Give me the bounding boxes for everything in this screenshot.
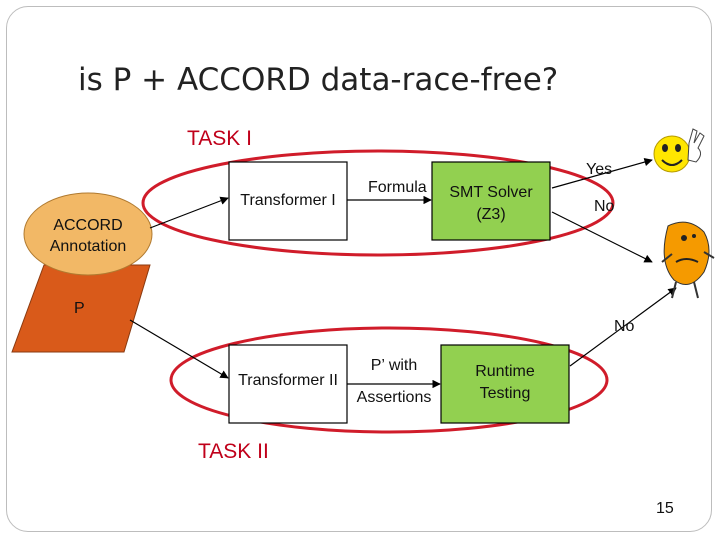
runtime-testing-box [440, 344, 570, 424]
assertions-line2: Assertions [356, 389, 432, 406]
transformer-2-label: Transformer II [238, 372, 338, 389]
slide-title: is P + ACCORD data-race-free? [78, 62, 559, 98]
happy-smiley-icon [653, 128, 705, 173]
task1-label: TASK I [187, 127, 252, 150]
sad-smiley-icon [661, 221, 715, 299]
arrow-no-task1 [551, 211, 653, 263]
arrow-annotation-to-transformer1 [149, 196, 229, 229]
task2-ellipse [169, 326, 609, 434]
task1-ellipse [141, 149, 615, 257]
slide-frame [6, 6, 712, 532]
transformer-1-label: Transformer I [240, 192, 336, 209]
smt-solver-line1: SMT Solver [449, 184, 533, 201]
runtime-line1: Runtime [475, 363, 535, 380]
accord-annotation-label: ACCORD Annotation [30, 215, 146, 257]
yes-label: Yes [586, 161, 613, 178]
transformer-1-box [228, 161, 348, 241]
smt-solver-label: SMT Solver (Z3) [432, 182, 550, 226]
runtime-testing-label: Runtime Testing [441, 361, 569, 405]
smt-solver-box [431, 161, 551, 241]
assertions-line1: P’ with [370, 357, 418, 374]
arrow-program-to-transformer2 [129, 319, 229, 379]
arrow-no-task2 [569, 287, 677, 367]
smt-solver-line2: (Z3) [476, 206, 506, 223]
runtime-line2: Testing [479, 385, 531, 402]
accord-annotation-line1: ACCORD [53, 217, 123, 234]
no-task2-label: No [614, 318, 635, 335]
page-number: 15 [656, 500, 674, 517]
no-task1-label: No [594, 198, 615, 215]
formula-label: Formula [368, 179, 427, 196]
program-label: P [74, 300, 85, 317]
transformer-2-box [228, 344, 348, 424]
task2-label: TASK II [198, 440, 269, 463]
assertions-label: P’ with Assertions [350, 350, 438, 414]
accord-annotation-ellipse [23, 192, 153, 276]
arrow-yes [551, 157, 653, 189]
accord-annotation-line2: Annotation [49, 238, 127, 255]
